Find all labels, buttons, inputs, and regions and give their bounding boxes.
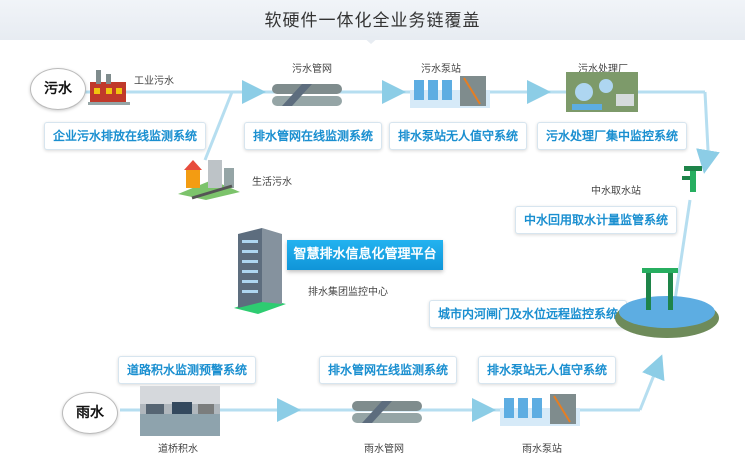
system-network-monitor-top[interactable]: 排水管网在线监测系统 <box>244 122 383 150</box>
title-bar: 软硬件一体化全业务链覆盖 <box>0 0 745 44</box>
building-icon <box>234 228 286 314</box>
overpass-flooding-label: 道桥积水 <box>158 444 198 455</box>
right-descent <box>696 91 720 174</box>
flooded-road-image <box>140 386 220 436</box>
intake-icon <box>682 166 702 192</box>
sewage-pump-label: 污水泵站 <box>421 64 461 75</box>
title-notch <box>362 36 380 44</box>
sewage-pipe-icon <box>272 84 342 106</box>
rain-pump-label: 雨水泵站 <box>522 444 562 455</box>
system-pump-unmanned-top[interactable]: 排水泵站无人值守系统 <box>389 122 528 150</box>
platform-banner[interactable]: 智慧排水信息化管理平台 <box>287 240 443 270</box>
domestic-sewage-label: 生活污水 <box>252 177 292 188</box>
system-road-flood-warning[interactable]: 道路积水监测预警系统 <box>118 356 257 384</box>
sewage-bubble: 污水 <box>30 68 86 110</box>
system-river-gate[interactable]: 城市内河闸门及水位远程监控系统 <box>429 300 628 328</box>
control-center-label: 排水集团监控中心 <box>308 287 388 298</box>
system-reclaimed-metering[interactable]: 中水回用取水计量监管系统 <box>515 206 678 234</box>
rain-bubble: 雨水 <box>62 392 118 434</box>
page-title: 软硬件一体化全业务链覆盖 <box>264 11 481 31</box>
system-enterprise-monitor[interactable]: 企业污水排放在线监测系统 <box>44 122 207 150</box>
sewage-plant-label: 污水处理厂 <box>578 64 628 75</box>
system-network-monitor-bottom[interactable]: 排水管网在线监测系统 <box>319 356 458 384</box>
industrial-sewage-label: 工业污水 <box>134 76 174 87</box>
rain-network-label: 雨水管网 <box>364 444 404 455</box>
river-gate-icon <box>615 268 719 338</box>
system-pump-unmanned-bottom[interactable]: 排水泵站无人值守系统 <box>478 356 617 384</box>
system-plant-central[interactable]: 污水处理厂集中监控系统 <box>537 122 688 150</box>
factory-icon <box>88 70 130 105</box>
domestic-branch <box>203 91 234 161</box>
rain-pump-icon <box>500 394 580 426</box>
rain-pipe-icon <box>352 401 422 423</box>
houses-icon <box>178 160 240 200</box>
reclaimed-intake-label: 中水取水站 <box>591 186 641 197</box>
reclaimed-descent <box>673 199 692 301</box>
sewage-network-label: 污水管网 <box>292 64 332 75</box>
sewage-plant-icon <box>566 72 638 112</box>
rain-ascent <box>638 354 665 411</box>
sewage-pump-icon <box>410 76 490 108</box>
